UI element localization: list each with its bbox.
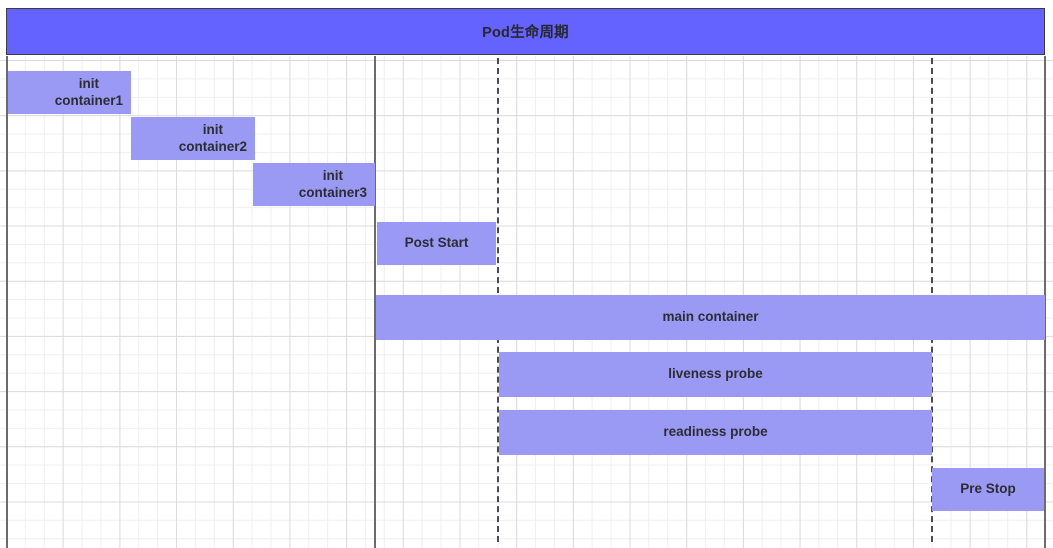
phase-label-init-container3: init container3 — [298, 167, 367, 200]
diagram-title-text: Pod生命周期 — [482, 25, 569, 41]
phase-label-pre-stop: Pre Stop — [960, 481, 1016, 497]
phase-bar-pre-stop: Pre Stop — [932, 468, 1044, 511]
phase-label-liveness-probe: liveness probe — [668, 366, 763, 382]
rule-init-end — [374, 56, 376, 548]
phase-label-init-container1: init container1 — [54, 75, 123, 108]
phase-label-readiness-probe: readiness probe — [663, 424, 768, 440]
phase-bar-readiness-probe: readiness probe — [499, 410, 932, 455]
phase-bar-liveness-probe: liveness probe — [499, 352, 932, 397]
phase-bar-post-start: Post Start — [377, 222, 496, 265]
diagram-title-banner: Pod生命周期 — [6, 8, 1045, 55]
phase-bar-init-container3: init container3 — [253, 163, 375, 206]
phase-bar-main-container: main container — [376, 295, 1045, 340]
phase-bar-init-container2: init container2 — [131, 117, 255, 160]
phase-bar-init-container1: init container1 — [8, 71, 131, 114]
phase-label-main-container: main container — [662, 309, 759, 325]
phase-label-init-container2: init container2 — [178, 121, 247, 154]
rule-right-boundary — [1044, 56, 1046, 548]
phase-label-post-start: Post Start — [404, 235, 469, 251]
rule-left-boundary — [6, 56, 8, 548]
